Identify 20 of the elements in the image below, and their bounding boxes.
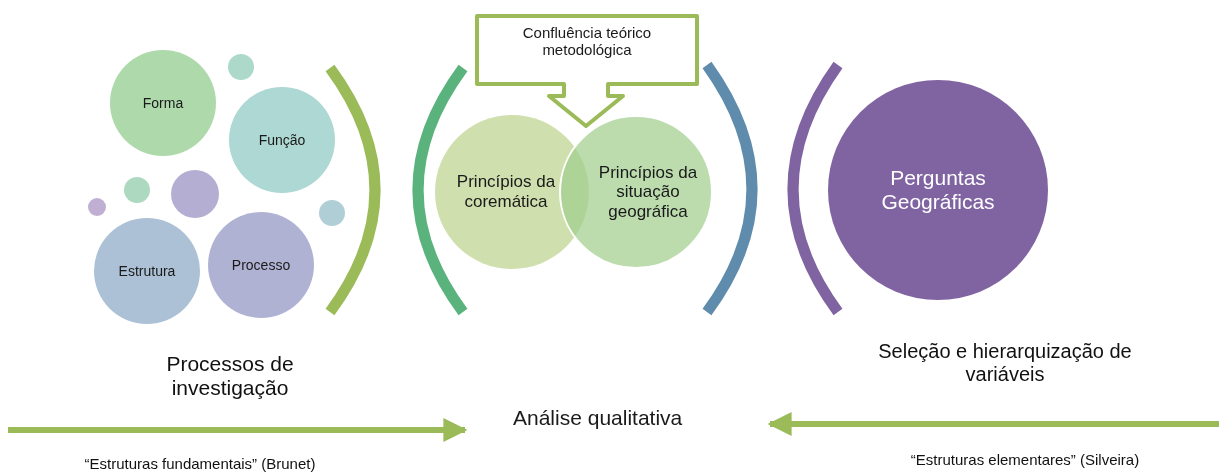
circle-node xyxy=(124,177,150,203)
arrow xyxy=(767,412,1219,436)
circle-node xyxy=(88,198,106,216)
circle-label: Forma xyxy=(141,94,185,112)
text-label: “Estruturas elementares” (Silveira) xyxy=(909,451,1141,468)
text-label: “Estruturas fundamentais” (Brunet) xyxy=(83,455,317,472)
text-label: Processos de investigação xyxy=(165,352,295,400)
text-label: Análise qualitativa xyxy=(513,405,683,431)
circle-node xyxy=(228,54,254,80)
circle-label: Processo xyxy=(230,256,292,274)
circle-node xyxy=(319,200,345,226)
circle-label: Função xyxy=(257,131,307,149)
arrow xyxy=(8,418,468,442)
circle-node xyxy=(171,170,219,218)
circle-label: Estrutura xyxy=(117,262,177,280)
circle-label: Perguntas Geográficas xyxy=(880,165,996,215)
text-label: Seleção e hierarquização de variáveis xyxy=(877,340,1133,386)
circle-label: Princípios da coremática xyxy=(456,172,556,212)
circle-label: Princípios da situação geográfica xyxy=(598,162,698,222)
callout-text: Confluência teórico metodológica xyxy=(521,24,653,59)
